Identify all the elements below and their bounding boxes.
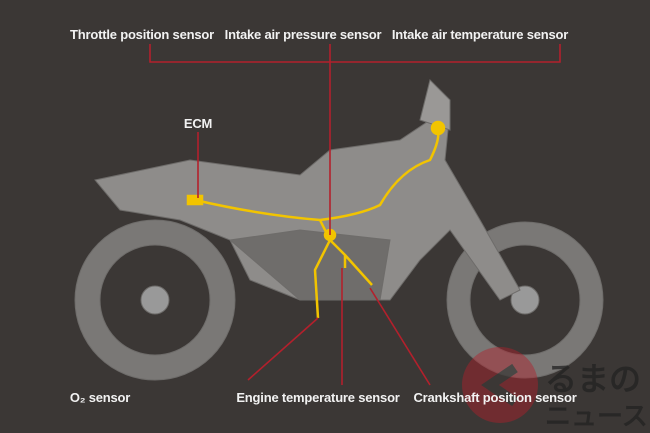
bike-body xyxy=(94,109,521,301)
watermark-logo: るまの ニュース xyxy=(462,347,648,432)
wiring-harness xyxy=(186,120,446,319)
label-o2-sensor: O₂ sensor xyxy=(69,390,131,405)
label-engine-temperature-sensor: Engine temperature sensor xyxy=(236,390,400,405)
label-crankshaft-position-sensor: Crankshaft position sensor xyxy=(413,390,577,405)
svg-text:ニュース: ニュース xyxy=(545,402,648,432)
label-intake-air-pressure-sensor: Intake air pressure sensor xyxy=(224,27,382,42)
label-intake-air-temperature-sensor: Intake air temperature sensor xyxy=(391,27,569,42)
leader-lines xyxy=(149,44,561,386)
svg-text:るまの: るまの xyxy=(545,360,641,398)
motorcycle xyxy=(74,79,604,381)
top-bracket xyxy=(149,44,561,63)
label-throttle-position-sensor: Throttle position sensor xyxy=(70,27,214,42)
label-ecm: ECM xyxy=(183,116,213,131)
